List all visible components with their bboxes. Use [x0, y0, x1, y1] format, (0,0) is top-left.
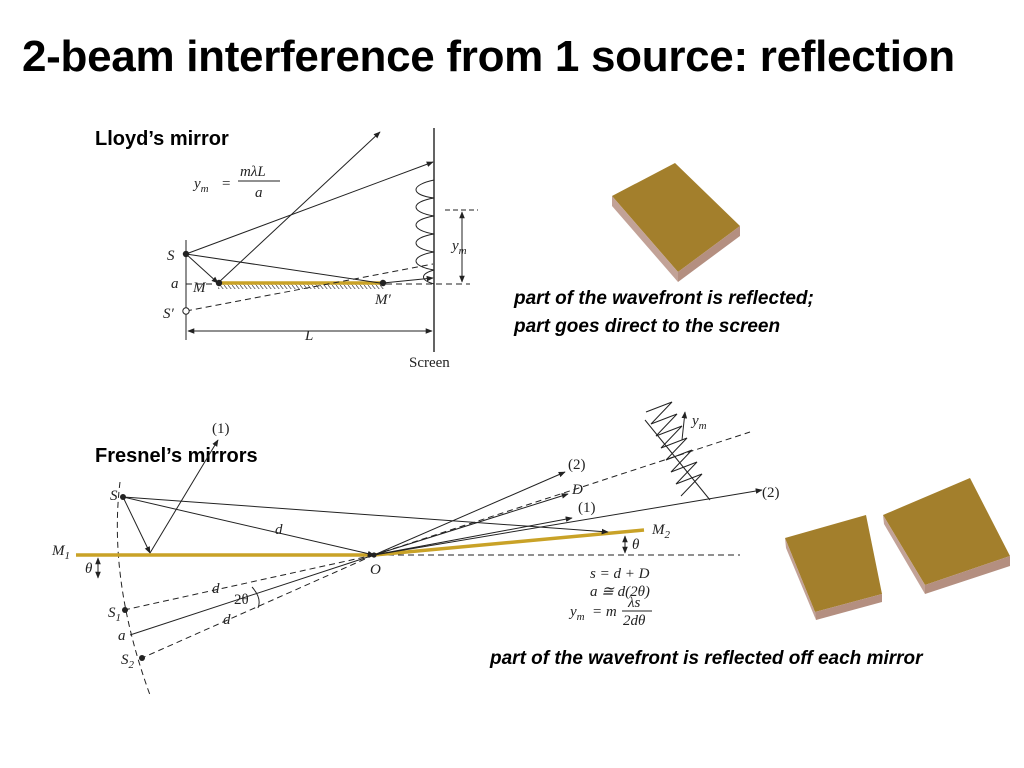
fresnel-label-ray1-top: (1): [212, 421, 230, 437]
fresnel-eq3-numerator: λs: [627, 595, 640, 611]
lloyd-point-Sprime: [182, 307, 190, 315]
fresnel-eq3-denominator: 2dθ: [623, 613, 646, 629]
lloyd-formula-eq: =: [222, 176, 230, 192]
fresnel-eq3-mid: = m: [592, 604, 617, 620]
lloyd-caption-line2: part goes direct to the screen: [514, 316, 781, 337]
fresnel-label-S: S: [110, 488, 118, 504]
fresnel-label-ray2-right: (2): [762, 485, 780, 501]
fresnel-ray-to-M2: [122, 496, 609, 535]
fresnel-diagram: S M1 M2 O S1 S2 d d d a θ θ 2θ D (1) (2)…: [51, 401, 780, 696]
lloyd-label-screen: Screen: [409, 355, 450, 371]
lloyd-ray-to-screen: [382, 275, 434, 284]
fresnel-eq1: s = d + D: [590, 566, 650, 582]
fresnel-eq3-lhs: ym: [568, 604, 585, 623]
fresnel-label-O: O: [370, 562, 381, 578]
fresnel-mirror-M2: [373, 528, 645, 557]
fresnel-label-D: D: [571, 482, 583, 498]
fresnel-point-O: [371, 552, 377, 558]
lloyd-mirror-hatch: [218, 284, 384, 289]
lloyd-point-S: [182, 250, 190, 258]
fresnel-eq2: a ≅ d(2θ): [590, 584, 650, 600]
lloyd-ray-to-M: [185, 253, 219, 284]
fresnel-ray-2-right: [373, 488, 763, 556]
lloyd-reflected-ray-M: [217, 131, 381, 284]
fresnel-center-line: [129, 554, 375, 636]
lloyd-heading: Lloyd’s mirror: [95, 128, 229, 150]
fresnel-heading: Fresnel’s mirrors: [95, 445, 258, 467]
lloyd-formula-numerator: mλL: [240, 164, 266, 180]
lloyd-label-S: S: [167, 248, 175, 264]
lloyd-label-L: L: [304, 328, 313, 344]
lloyd-fringe-pattern: [415, 179, 435, 285]
lloyd-point-M: [215, 279, 223, 287]
fresnel-point-S2: [139, 655, 145, 661]
lloyd-label-M: M: [192, 280, 207, 296]
lloyd-mirror-block-image: [612, 163, 740, 282]
fresnel-2theta-arc: [251, 586, 260, 609]
lloyd-caption-line1: part of the wavefront is reflected;: [514, 288, 814, 309]
fresnel-caption: part of the wavefront is reflected off e…: [490, 648, 923, 669]
fresnel-label-ray1-right: (1): [578, 500, 596, 516]
fresnel-ray-to-M1: [122, 496, 151, 554]
fresnel-source-arc: [116, 481, 151, 696]
fresnel-screen-line: [644, 419, 711, 501]
fresnel-dashed-to-S1: [123, 554, 375, 611]
lloyd-formula-lhs: ym: [192, 176, 209, 195]
fresnel-label-theta-right: θ: [632, 537, 640, 553]
lloyd-virtual-ray: [185, 263, 434, 312]
fresnel-point-S: [120, 494, 126, 500]
fresnel-ray-2-upper: [373, 471, 566, 556]
fresnel-reflected-ray-1: [149, 439, 219, 554]
lloyd-direct-ray: [185, 253, 381, 284]
lloyd-label-a: a: [171, 276, 179, 292]
lloyd-caption: part of the wavefront is reflected; part…: [514, 285, 814, 341]
fresnel-ray-1: [373, 516, 573, 556]
fresnel-label-S1: S1: [108, 605, 121, 624]
fresnel-label-M2: M2: [651, 522, 671, 541]
fresnel-label-2theta: 2θ: [234, 592, 249, 608]
fresnel-label-d-top: d: [275, 522, 283, 538]
lloyd-ray-upper: [185, 161, 434, 255]
lloyd-formula-denominator: a: [255, 185, 263, 201]
fresnel-label-ym: ym: [690, 413, 707, 432]
fresnel-label-d-low: d: [223, 612, 231, 628]
fresnel-point-S1: [122, 607, 128, 613]
fresnel-label-M1: M1: [51, 543, 70, 562]
fresnel-label-a: a: [118, 628, 126, 644]
fresnel-dashed-to-S2: [141, 554, 375, 659]
lloyd-label-Sprime: S′: [163, 306, 175, 322]
lloyd-label-ym: ym: [450, 238, 467, 257]
fresnel-fringe-pattern: [645, 401, 703, 497]
fresnel-label-S2: S2: [121, 652, 135, 671]
fresnel-ray-to-O: [122, 496, 375, 557]
slide-title: 2-beam interference from 1 source: refle…: [22, 32, 955, 81]
lloyd-point-Mprime: [379, 279, 387, 287]
lloyd-label-Mprime: M′: [374, 292, 391, 308]
lloyd-diagram: S a M S′ M′ L ym Screen ym = mλL a: [163, 128, 478, 371]
fresnel-mirror-blocks-image: [785, 478, 1010, 620]
fresnel-label-theta-left: θ: [85, 561, 93, 577]
fresnel-label-d-mid: d: [212, 581, 220, 597]
fresnel-dashed-to-screen: [373, 431, 751, 556]
fresnel-ym-arrow: [681, 411, 688, 441]
fresnel-label-ray2-top: (2): [568, 457, 586, 473]
